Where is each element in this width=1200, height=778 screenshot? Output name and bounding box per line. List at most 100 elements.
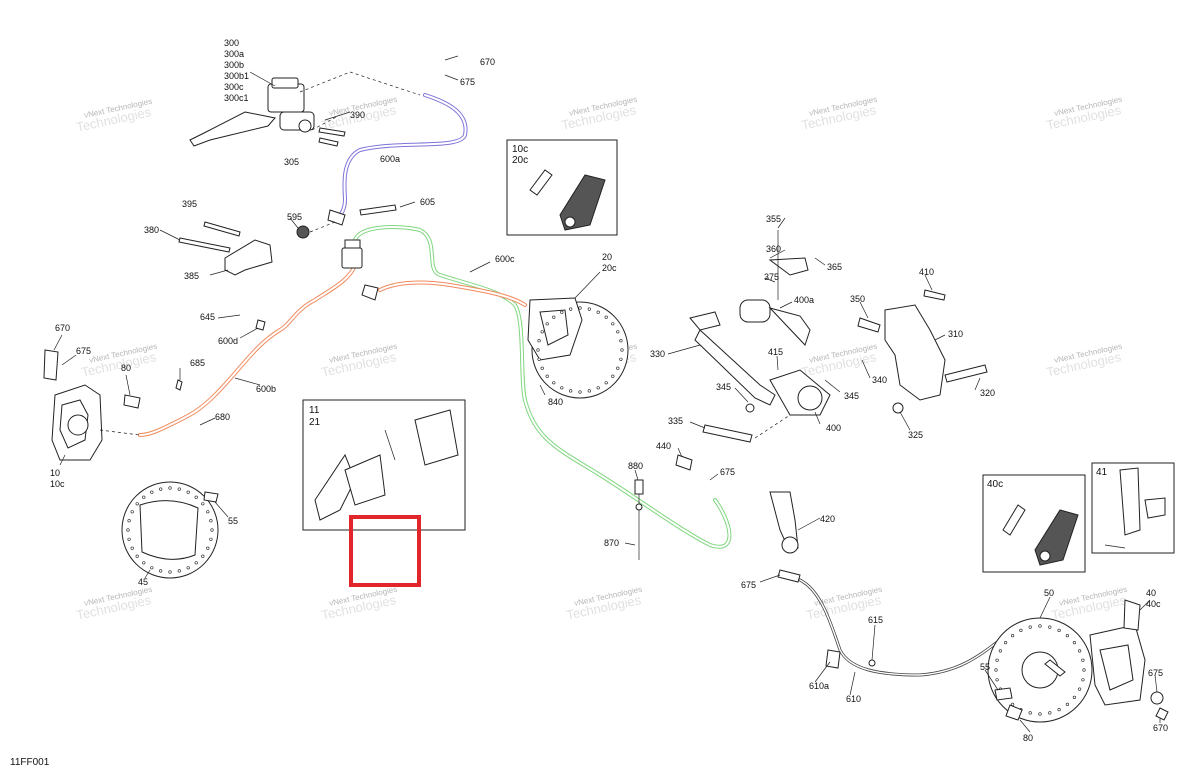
disc-hole [587,389,591,393]
callout-670: 670 [1153,723,1168,733]
disc-hole [186,566,190,570]
callout-55: 55 [980,662,990,672]
disc-hole [168,570,172,574]
brake-line-600b [138,263,527,437]
callout-600a: 600a [380,154,400,164]
disc-hole [1072,695,1076,700]
callout-395: 395 [182,199,197,209]
inset-bleeder-rear: 40c [982,474,1086,573]
callout-600c: 600c [495,254,515,264]
callout-40: 40 [1146,588,1156,598]
disc-holes [126,486,214,574]
disc-hole [1010,633,1015,638]
disc-hole [177,569,181,573]
caliper-front-left [43,349,141,461]
brake-line-610 [798,578,1002,677]
disc-hole [1081,658,1085,662]
callout-350: 350 [850,294,865,304]
disc-hole [127,537,131,541]
callout-340: 340 [872,375,887,385]
disc-hole [537,357,541,361]
callout-870: 870 [604,538,619,548]
callout-20c: 20c [602,263,617,273]
brake-line-600a [336,93,468,222]
disc-hole [1038,624,1042,628]
callout-355: 355 [766,214,781,224]
master-cylinder-assembly [189,71,421,147]
disc-hole [552,381,556,385]
inset-code: 41 [1096,467,1108,478]
disc-hole [560,386,564,390]
inset-pads-front: 11 21 [302,399,466,531]
disc-hole [1003,640,1008,645]
disc-hole [209,537,213,541]
disc-hole [177,487,181,491]
callout-610a: 610a [809,681,829,691]
disc-hole [616,330,620,334]
inset-code: 21 [309,417,321,428]
disc-hole [126,528,130,532]
brake-disc-front [121,481,219,579]
disc-hole [1082,668,1086,672]
callout-360: 360 [766,244,781,254]
callout-380: 380 [144,225,159,235]
disc-hole [135,554,139,558]
bracket-385 [178,221,273,276]
watermark: vNext Technologies Technologies [320,342,398,380]
callout-685: 685 [190,358,205,368]
disc-hole [1048,625,1052,629]
watermark: vNext Technologies Technologies [75,585,153,623]
callout-310: 310 [948,329,963,339]
callout-375: 375 [764,272,779,282]
brake-line-600c [353,225,732,549]
callout-670: 670 [55,323,70,333]
callout-300c1: 300c1 [224,93,249,103]
disc-hole [201,502,205,506]
disc-hole [159,487,163,491]
leader-lines [53,55,1161,733]
callout-400a: 400a [794,295,814,305]
callout-40c: 40c [1146,599,1161,609]
callout-300: 300 [224,38,239,48]
watermark: vNext Technologies Technologies [565,585,643,623]
disc-hole [620,348,624,352]
disc-hole [201,554,205,558]
bracket-310 [857,289,988,414]
disc-hole [604,315,608,319]
watermark: vNext Technologies Technologies [1045,95,1123,133]
callout-610: 610 [846,694,861,704]
callout-415: 415 [768,347,783,357]
disc-hole [540,366,544,370]
disc-hole [995,678,999,682]
disc-hole [619,357,623,361]
disc-hole [1048,711,1052,715]
disc-hole [1019,628,1023,633]
callout-330: 330 [650,349,665,359]
inset-bleeder-front: 10c 20c [506,139,618,236]
disc-hole [209,519,213,523]
misc-fittings [175,319,876,669]
callout-840: 840 [548,397,563,407]
disc-hole [130,546,134,550]
inset-code: 20c [512,155,528,166]
callout-55: 55 [228,516,238,526]
callout-335: 335 [668,416,683,426]
disc-hole [127,519,131,523]
callout-320: 320 [980,388,995,398]
callout-390: 390 [350,110,365,120]
disc-hole [578,306,582,310]
disc-hole [619,339,623,343]
watermark: vNext Technologies Technologies [320,585,398,623]
disc-hole [545,374,549,378]
disc-hole [194,495,198,499]
disc-hole [1028,711,1032,715]
disc-holes [536,306,624,394]
callout-420: 420 [820,514,835,524]
callout-300b1: 300b1 [224,71,249,81]
disc-hole [130,510,134,514]
callout-labels: 300 300a 300b 300b1 300c 300c1 390 305 6… [50,38,1168,743]
disc-hole [206,510,210,514]
disc-hole [168,486,172,490]
disc-hole [995,658,999,662]
callout-305: 305 [284,157,299,167]
